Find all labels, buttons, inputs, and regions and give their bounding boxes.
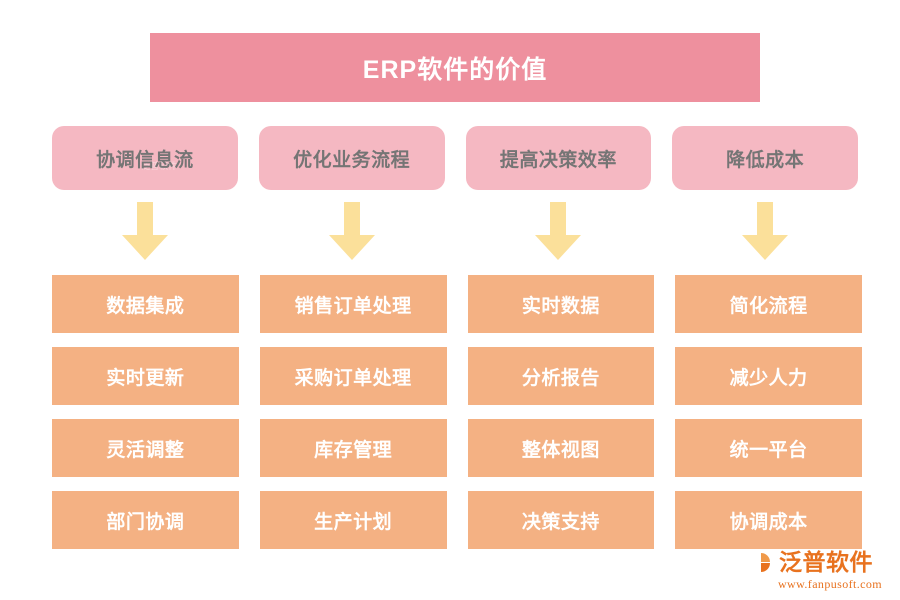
item-label: 实时数据 bbox=[521, 295, 600, 317]
category-label-3: 提高决策效率 bbox=[499, 149, 617, 171]
item-label: 部门协调 bbox=[106, 511, 185, 533]
item-label: 整体视图 bbox=[521, 439, 600, 461]
page-title: ERP软件的价值 bbox=[362, 55, 548, 84]
item-box: 生产计划 bbox=[259, 491, 447, 549]
item-label: 决策支持 bbox=[521, 511, 600, 533]
item-label: 灵活调整 bbox=[106, 439, 185, 461]
item-label: 生产计划 bbox=[314, 511, 393, 533]
item-label: 实时更新 bbox=[106, 367, 185, 389]
items-grid: 数据集成 实时更新 灵活调整 部门协调 销售订单处理 采购订单处理 库存管理 bbox=[52, 275, 862, 549]
item-column-2: 销售订单处理 采购订单处理 库存管理 生产计划 bbox=[259, 275, 447, 549]
category-label-1: 协调信息流 bbox=[96, 149, 194, 171]
arrow-cell-1 bbox=[52, 200, 238, 262]
item-box: 统一平台 bbox=[675, 419, 862, 477]
diagram-title-banner: ERP软件的价值 bbox=[150, 33, 760, 102]
item-box: 灵活调整 bbox=[52, 419, 239, 477]
item-box: 实时数据 bbox=[467, 275, 655, 333]
down-arrow-icon bbox=[121, 202, 168, 260]
logo-name: 泛普软件 bbox=[778, 548, 873, 575]
item-label: 简化流程 bbox=[729, 295, 808, 317]
down-arrow-icon bbox=[328, 202, 375, 260]
down-arrow-icon bbox=[742, 202, 789, 260]
category-box-2: 优化业务流程 bbox=[258, 126, 445, 190]
item-label: 库存管理 bbox=[314, 439, 393, 461]
arrow-cell-3 bbox=[466, 200, 652, 262]
item-box: 协调成本 bbox=[675, 491, 862, 549]
fanpu-logo-icon bbox=[748, 550, 770, 574]
brand-logo: 泛普软件 www.fanpusoft.com bbox=[748, 549, 882, 592]
item-box: 简化流程 bbox=[675, 275, 862, 333]
item-box: 分析报告 bbox=[467, 347, 655, 405]
item-box: 库存管理 bbox=[259, 419, 447, 477]
down-arrow-icon bbox=[535, 202, 582, 260]
category-row: 协调信息流 泛普软件 优化业务流程 提高决策效率 降低成本 bbox=[52, 126, 858, 190]
category-box-4: 降低成本 bbox=[672, 126, 858, 190]
item-box: 决策支持 bbox=[467, 491, 655, 549]
item-box: 数据集成 bbox=[52, 275, 239, 333]
item-box: 销售订单处理 bbox=[259, 275, 447, 333]
item-label: 销售订单处理 bbox=[294, 295, 412, 317]
item-column-4: 简化流程 减少人力 统一平台 协调成本 bbox=[675, 275, 862, 549]
item-label: 协调成本 bbox=[729, 511, 808, 533]
item-label: 数据集成 bbox=[106, 295, 185, 317]
item-label: 采购订单处理 bbox=[294, 367, 412, 389]
item-box: 实时更新 bbox=[52, 347, 239, 405]
arrow-row bbox=[52, 200, 858, 262]
item-label: 分析报告 bbox=[521, 367, 600, 389]
item-column-3: 实时数据 分析报告 整体视图 决策支持 bbox=[467, 275, 655, 549]
item-box: 采购订单处理 bbox=[259, 347, 447, 405]
item-box: 整体视图 bbox=[467, 419, 655, 477]
item-column-1: 数据集成 实时更新 灵活调整 部门协调 bbox=[52, 275, 239, 549]
arrow-cell-4 bbox=[672, 200, 858, 262]
category-label-2: 优化业务流程 bbox=[293, 149, 411, 171]
category-box-3: 提高决策效率 bbox=[465, 126, 652, 190]
category-label-4: 降低成本 bbox=[726, 149, 805, 171]
logo-row: 泛普软件 bbox=[748, 549, 873, 575]
item-box: 减少人力 bbox=[675, 347, 862, 405]
logo-url: www.fanpusoft.com bbox=[777, 577, 882, 591]
category-box-1: 协调信息流 泛普软件 bbox=[52, 126, 238, 190]
arrow-cell-2 bbox=[259, 200, 445, 262]
item-box: 部门协调 bbox=[52, 491, 239, 549]
item-label: 减少人力 bbox=[729, 367, 808, 389]
item-label: 统一平台 bbox=[729, 439, 808, 461]
